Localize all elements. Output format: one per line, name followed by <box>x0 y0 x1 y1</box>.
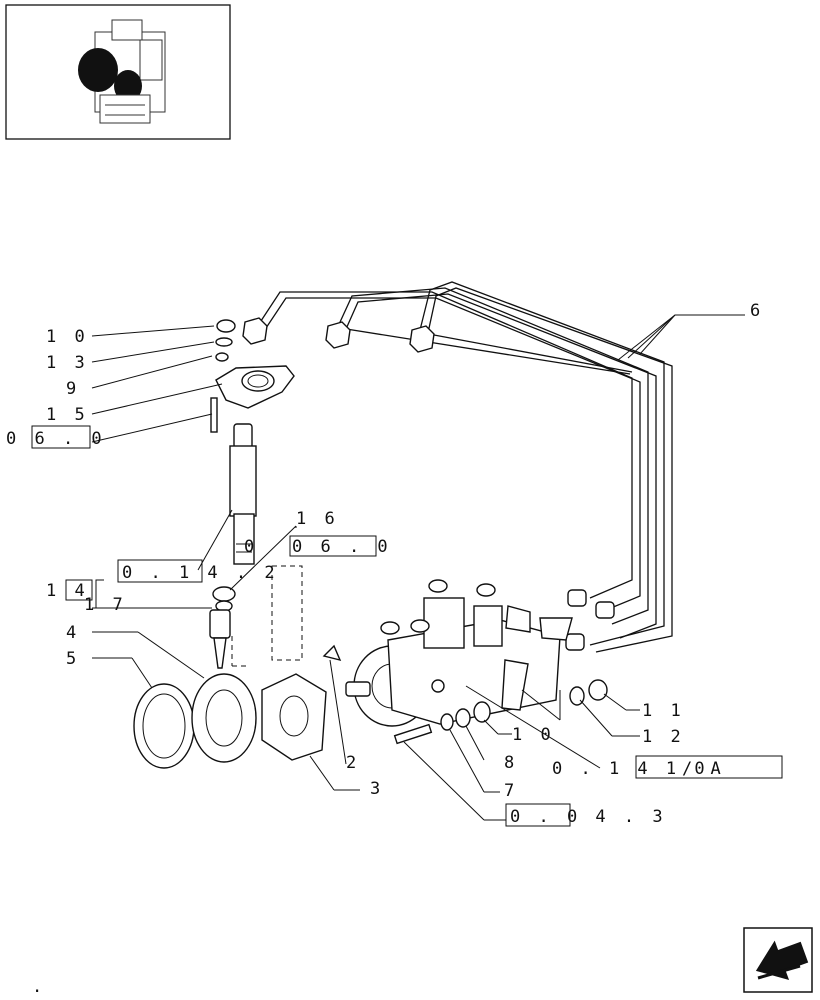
callout-9: 9 <box>66 379 80 399</box>
ref-box-06-0-left[interactable] <box>31 425 91 449</box>
fuel-injection-pipes <box>242 281 673 653</box>
callout-6: 6 <box>750 301 764 321</box>
injector-assembly <box>209 319 303 669</box>
sealing-washers <box>133 644 342 769</box>
callout-10-top: 1 0 <box>46 327 89 347</box>
ref-box-14[interactable] <box>65 579 93 601</box>
callout-06-0-left: 0 6 . 0 <box>6 429 106 449</box>
callout-13: 1 3 <box>46 353 89 373</box>
group-bracket <box>95 579 104 609</box>
callout-2: 2 <box>346 753 360 773</box>
callout-0-04-3: 0 . 0 4 . 3 <box>510 807 667 827</box>
injection-pump <box>345 579 573 727</box>
callout-0-141-0: 0 . 1 4 1 0 <box>552 759 709 779</box>
callout-7: 7 <box>504 781 518 801</box>
small-parts <box>393 679 608 745</box>
callout-5: 5 <box>66 649 80 669</box>
callout-0-14-2: 0 . 1 4 . 2 <box>122 563 279 583</box>
callout-0-mid: 0 <box>244 537 258 557</box>
ref-box-06-0-mid[interactable] <box>289 535 377 557</box>
ref-box-0-04-3[interactable] <box>505 803 571 827</box>
callout-12: 1 2 <box>642 727 685 747</box>
callout-10-bottom: 1 0 <box>512 725 555 745</box>
engine-thumbnail-icon[interactable] <box>5 4 231 140</box>
ref-box-0-141-0-A[interactable] <box>635 755 783 779</box>
callout-14: 1 4 <box>46 581 89 601</box>
ref-box-0-14-2[interactable] <box>117 559 203 583</box>
leader-lines <box>91 314 745 821</box>
next-page-arrow-icon[interactable] <box>743 927 813 993</box>
callout-17: 1 7 <box>84 595 127 615</box>
callout-11: 1 1 <box>642 701 685 721</box>
callout-16: 1 6 <box>296 509 339 529</box>
callout-8: 8 <box>504 753 518 773</box>
callout-4: 4 <box>66 623 80 643</box>
callout-slash-A: / A <box>682 759 725 779</box>
corner-dot: . <box>32 977 46 997</box>
callout-06-0-mid: 0 6 . 0 <box>292 537 392 557</box>
callout-15: 1 5 <box>46 405 89 425</box>
callout-3: 3 <box>370 779 384 799</box>
